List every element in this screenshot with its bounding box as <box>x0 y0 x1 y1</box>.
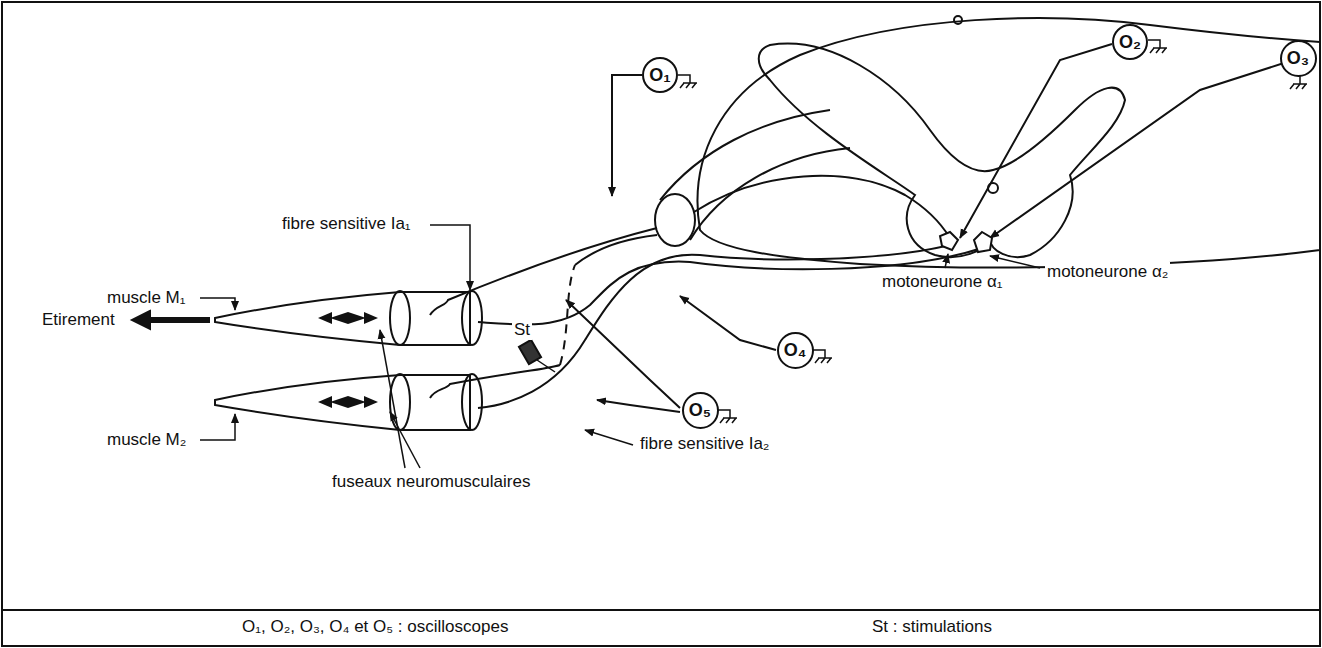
muscle-end <box>462 374 482 430</box>
leader-line <box>990 256 1040 268</box>
sensory-fiber-ia1 <box>694 176 950 238</box>
muscle-m1 <box>215 292 470 345</box>
dorsal-root <box>690 148 850 240</box>
text-label: O₁, O₂, O₃, O₄ et O₅ : oscilloscopes <box>240 617 510 637</box>
oscilloscope-circle: O₅ <box>682 392 719 429</box>
oscilloscope-name: O₅ <box>689 400 711 421</box>
oscilloscope-name: O₁ <box>649 65 670 86</box>
text-label: St <box>512 320 532 340</box>
text-label: fibre sensitive Ia₁ <box>280 214 413 234</box>
oscilloscope-circle: O₂ <box>1112 24 1148 60</box>
muscle-end <box>390 291 410 345</box>
text-label: fibre sensitive Ia₂ <box>638 434 771 454</box>
text-label: St : stimulations <box>870 617 994 637</box>
leader-line <box>585 430 633 445</box>
stretch-arrow <box>132 311 150 329</box>
recording-lead <box>597 400 680 412</box>
oscilloscope-name: O₃ <box>1287 48 1309 69</box>
text-label: motoneurone α₁ <box>880 272 1004 292</box>
text-label: motoneurone α₂ <box>1045 262 1170 282</box>
oscilloscope-name: O₄ <box>784 340 807 361</box>
leader-line <box>430 225 470 290</box>
oscilloscope-name: O₂ <box>1119 32 1141 53</box>
motoneuron <box>940 232 992 252</box>
oscilloscope-circle: O₃ <box>1280 40 1317 77</box>
text-label: muscle M₁ <box>105 288 187 308</box>
dorsal-fissure <box>954 16 962 24</box>
recording-lead <box>612 75 642 196</box>
legend-rule <box>2 609 1320 611</box>
stimulating-electrode <box>537 360 555 372</box>
sensory-fiber-ia2 <box>430 365 560 398</box>
sensory-fiber-ia2 <box>575 235 657 265</box>
leader-line <box>945 254 948 268</box>
text-label: muscle M₂ <box>105 430 188 450</box>
text-label: Etirement <box>40 310 117 330</box>
motor-fiber <box>478 245 950 408</box>
text-label: fuseaux neuromusculaires <box>330 472 532 492</box>
spinal-ganglion <box>655 194 695 246</box>
spinal-cord <box>698 18 1320 267</box>
stretch-arrow <box>150 317 210 323</box>
recording-lead <box>566 300 680 408</box>
dorsal-root <box>660 110 830 200</box>
oscilloscope-circle: O₄ <box>777 332 814 369</box>
neuromuscular-spindle <box>318 312 378 408</box>
leader-line <box>200 298 235 310</box>
recording-lead <box>680 296 776 350</box>
muscle-end <box>462 291 482 345</box>
recording-lead <box>990 62 1287 238</box>
muscle-m2 <box>215 375 470 430</box>
leader-line <box>390 412 420 468</box>
oscilloscope-circle: O₁ <box>642 57 678 93</box>
leader-line <box>380 330 405 468</box>
leader-line <box>200 414 235 440</box>
sensory-fiber-ia1 <box>430 228 657 315</box>
recording-lead <box>960 44 1112 238</box>
ground-symbol <box>678 40 1307 423</box>
